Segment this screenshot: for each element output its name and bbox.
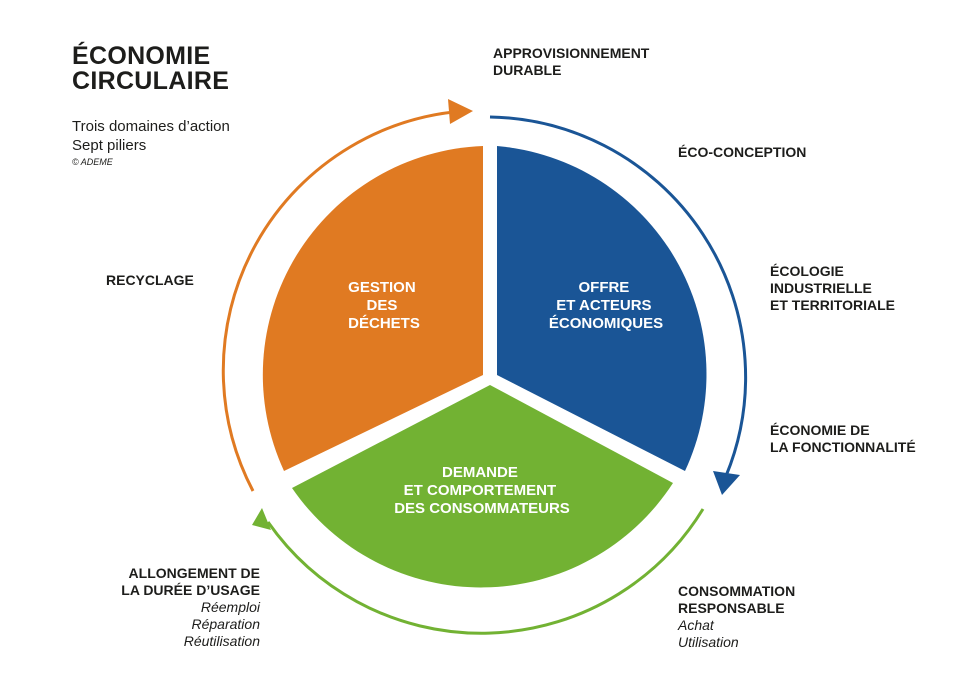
domain-label-dechets: GESTION DES DÉCHETS bbox=[348, 279, 420, 332]
segment-demande bbox=[292, 385, 673, 588]
copyright: © ADEME bbox=[72, 157, 113, 167]
subtitle: Trois domaines d’action Sept piliers bbox=[72, 118, 230, 154]
arrow-arc-blue bbox=[489, 115, 748, 477]
pillar-economie-fonctionnalite: ÉCONOMIE DE LA FONCTIONNALITÉ bbox=[770, 422, 916, 455]
segment-dechets bbox=[262, 146, 483, 471]
page-title: ÉCONOMIE CIRCULAIRE bbox=[72, 42, 230, 95]
pillar-ecologie-industrielle: ÉCOLOGIE INDUSTRIELLE ET TERRITORIALE bbox=[770, 263, 895, 313]
domain-label-offre: OFFRE ET ACTEURS ÉCONOMIQUES bbox=[549, 279, 663, 332]
segment-offre bbox=[497, 146, 707, 471]
pillar-approvisionnement: APPROVISIONNEMENT DURABLE bbox=[493, 45, 650, 78]
pillar-consommation-responsable: CONSOMMATION RESPONSABLE Achat Utilisati… bbox=[678, 583, 796, 650]
pillar-allongement-duree: ALLONGEMENT DE LA DURÉE D’USAGE Réemploi… bbox=[121, 565, 260, 649]
arrowhead-orange bbox=[448, 99, 473, 124]
arrowhead-blue bbox=[713, 471, 740, 495]
arrow-arc-orange bbox=[221, 109, 465, 492]
pillar-recyclage: RECYCLAGE bbox=[106, 272, 194, 288]
arrowhead-green bbox=[252, 508, 271, 530]
arrow-arc-green bbox=[266, 508, 705, 635]
pillar-eco-conception: ÉCO-CONCEPTION bbox=[678, 144, 807, 160]
domain-label-demande: DEMANDE ET COMPORTEMENT DES CONSOMMATEUR… bbox=[394, 464, 570, 517]
